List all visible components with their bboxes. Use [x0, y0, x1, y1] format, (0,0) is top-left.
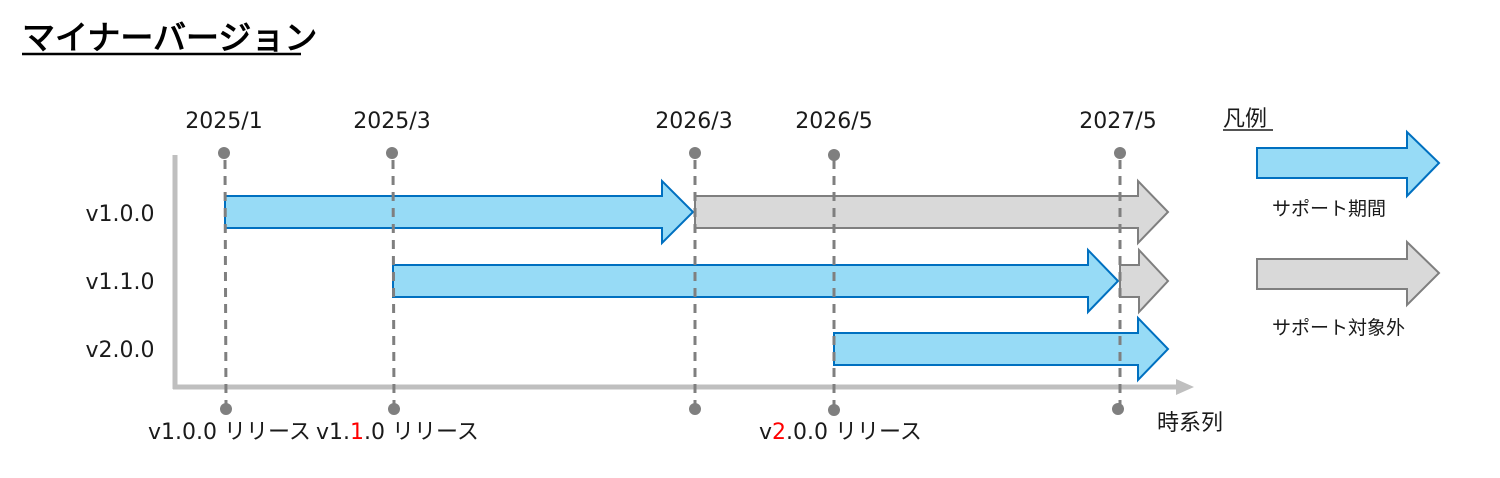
date-label: 2025/3 — [353, 109, 430, 134]
date-labels: 2025/1 2025/3 2026/3 2026/5 2027/5 — [185, 109, 1156, 134]
unsupported-arrow — [694, 178, 1170, 246]
date-label: 2026/3 — [655, 109, 732, 134]
page-title: マイナーバージョン — [22, 18, 317, 57]
marker-dot-icon — [689, 403, 701, 415]
support-period-arrow — [224, 178, 695, 246]
legend-unsupported-arrow-icon — [1256, 239, 1441, 308]
x-axis-arrowhead-icon — [1176, 379, 1194, 395]
highlighted-digit: 1 — [350, 420, 364, 445]
release-label-v2-0-0: v2.0.0 リリース — [759, 420, 922, 445]
highlighted-digit: 2 — [772, 420, 786, 445]
marker-line — [223, 159, 228, 406]
legend-unsupported-label: サポート対象外 — [1272, 317, 1405, 339]
unsupported-arrow — [1119, 247, 1170, 315]
marker-dots — [218, 147, 1126, 416]
release-label-v1-1-0: v1.1.0 リリース — [316, 420, 479, 445]
support-period-arrow — [392, 247, 1120, 315]
marker-line — [391, 159, 396, 406]
date-markers — [223, 159, 1122, 406]
marker-dot-icon — [1112, 403, 1124, 415]
marker-dot-icon — [388, 403, 400, 415]
version-label: v1.1.0 — [86, 270, 155, 295]
legend-title: 凡例 — [1223, 107, 1267, 132]
marker-dot-icon — [386, 147, 398, 159]
marker-dot-icon — [1114, 147, 1126, 159]
x-axis-label: 時系列 — [1157, 411, 1223, 436]
release-label-v1-0-0: v1.0.0 リリース — [148, 420, 311, 445]
marker-dot-icon — [828, 149, 840, 161]
date-label: 2027/5 — [1079, 109, 1156, 134]
date-label: 2026/5 — [795, 109, 872, 134]
legend: 凡例 サポート期間 サポート対象外 — [1223, 107, 1441, 339]
date-label: 2025/1 — [185, 109, 262, 134]
version-label: v2.0.0 — [86, 338, 155, 363]
marker-dot-icon — [689, 147, 701, 159]
support-period-arrow — [833, 315, 1170, 383]
legend-support-label: サポート期間 — [1272, 198, 1386, 220]
marker-dot-icon — [220, 403, 232, 415]
marker-dot-icon — [828, 404, 840, 416]
version-label: v1.0.0 — [86, 202, 155, 227]
legend-support-arrow-icon — [1256, 129, 1441, 199]
marker-dot-icon — [218, 147, 230, 159]
